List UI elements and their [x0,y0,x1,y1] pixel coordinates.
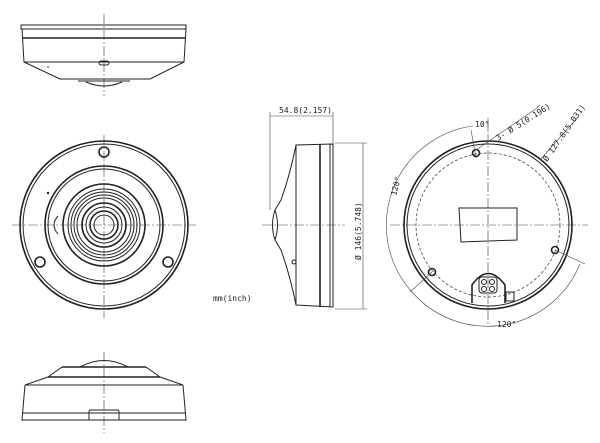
screw-icon [98,146,110,158]
mount-hole-icon [471,148,481,158]
side-profile-view: 54.8(2.157) Ø 146(5.748) [262,106,367,310]
mount-hole-icon [427,267,437,277]
hole-angle-dimension: 10° [475,120,489,129]
bottom-side-view [21,352,187,433]
mount-hole-icon [550,245,560,255]
diameter-dimension: Ø 146(5.748) [353,202,363,260]
units-label: mm(inch) [213,294,252,303]
top-side-view [20,14,187,96]
front-view [12,135,196,318]
angle-bottom-dimension: 120° [497,320,516,329]
screw-icon [162,256,174,268]
mounting-view: 10° 3- Ø 5(0.196) Ø 127.8(5.031) 120° 12… [386,101,588,329]
screw-icon [34,256,46,268]
depth-dimension: 54.8(2.157) [279,106,332,115]
holes-dimension: 3- Ø 5(0.196) [494,101,552,143]
angle-left-dimension: 120° [389,176,403,197]
